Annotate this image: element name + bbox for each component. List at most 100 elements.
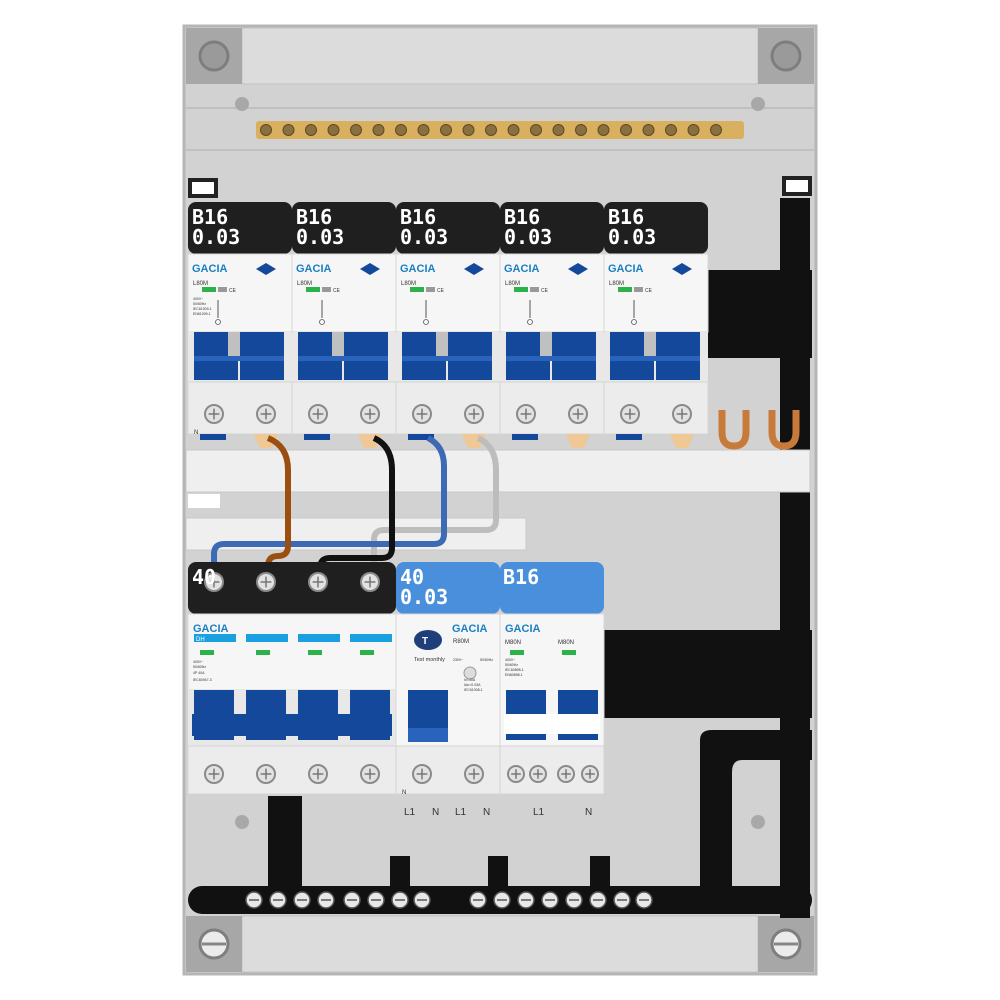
screw-icon (530, 124, 542, 136)
diamond-logo-icon (568, 263, 588, 275)
screw-icon (770, 40, 802, 72)
screw-icon (256, 572, 276, 592)
screw-icon (256, 404, 276, 424)
top-breaker-4-rating: B16 (504, 205, 540, 229)
screw-icon (620, 124, 632, 136)
top-breaker-5-brand: GACIA (608, 263, 644, 275)
copper-comb-pin (670, 434, 694, 448)
terminal-block (499, 381, 605, 435)
rcd-test-label: Test monthly (414, 657, 445, 663)
screw-icon (391, 891, 409, 909)
screw-icon (507, 124, 520, 136)
screw-icon (581, 765, 599, 783)
top-breaker-5-model: L80M (609, 281, 624, 287)
screw-icon (305, 124, 317, 136)
top-terminal-n: N (194, 430, 198, 436)
corner-mounts (186, 28, 814, 972)
spec-line: 50/60Hz (480, 658, 493, 662)
top-breaker-4-model: L80M (505, 281, 520, 287)
screw-icon (710, 124, 722, 136)
terminal-block (291, 381, 397, 435)
ce-mark-icon: CE (229, 288, 237, 294)
screw-icon (308, 764, 328, 784)
wire-brown (265, 435, 291, 572)
spec-line: IEC60947-3 (193, 678, 212, 682)
terminal-label-n-b: N (483, 807, 490, 818)
wire-blue (211, 435, 447, 572)
status-indicator (308, 650, 322, 655)
ce-mark-icon: CE (541, 288, 549, 294)
top-breaker-5-rating: B16 (608, 205, 644, 229)
screw-icon (360, 764, 380, 784)
screw-icon (417, 124, 430, 136)
spec-line: 400V~ (505, 658, 515, 662)
spec-line: IEC60898-1 (505, 668, 524, 672)
main-switch-brand: GACIA (193, 623, 229, 635)
test-button-glyph: T (422, 636, 428, 647)
screw-icon (507, 765, 525, 783)
breaker-faceplate (499, 253, 605, 333)
top-breaker-2-brand: GACIA (296, 263, 332, 275)
screw-icon (269, 891, 287, 909)
screw-icon (350, 124, 362, 136)
screw-icon (360, 404, 380, 424)
terminal-label-n-c: N (585, 807, 592, 818)
status-indicator (410, 287, 424, 292)
screw-icon (360, 572, 380, 592)
spec-line: IEC61008-1 (464, 688, 483, 692)
screw-icon (635, 891, 653, 909)
breaker-label (500, 202, 604, 254)
screw-icon (293, 891, 311, 909)
status-indicator (562, 650, 576, 655)
mcb-spec-lines: 400V~ 50/60Hz IEC60898-1 EN60898-1 (505, 658, 524, 677)
terminal-block (395, 381, 501, 435)
screw-icon (308, 404, 328, 424)
top-breaker-1-model: L80M (193, 281, 208, 287)
spec-line: 50/60Hz (193, 665, 206, 669)
screw-icon (464, 764, 484, 784)
test-button-icon (414, 630, 442, 650)
terminal-block (603, 381, 709, 435)
screw-icon (282, 124, 295, 136)
breaker-label (188, 202, 292, 254)
screw-icon (597, 124, 610, 136)
screw-icon (529, 765, 547, 783)
terminal-block (395, 745, 501, 795)
status-indicator (202, 287, 216, 292)
diamond-logo-icon (256, 263, 276, 275)
neutral-busbar (604, 198, 812, 918)
screw-icon (260, 124, 272, 136)
spec-line: 50/60Hz (193, 302, 206, 306)
status-indicator (618, 287, 632, 292)
bottom-breaker-row: T (187, 562, 605, 795)
screw-icon (395, 124, 407, 136)
top-breaker-1-sensitivity: 0.03 (192, 225, 240, 249)
screw-icon (413, 891, 431, 909)
screw-icon (568, 404, 588, 424)
screw-icon (308, 572, 328, 592)
screw-icon (440, 124, 452, 136)
screw-icon (464, 404, 484, 424)
screw-icon (665, 124, 677, 136)
status-indicator (256, 650, 270, 655)
screw-icon (672, 404, 692, 424)
breaker-label (396, 202, 500, 254)
screw-icon (372, 124, 385, 136)
terminal-block (187, 381, 293, 435)
status-indicator (514, 287, 528, 292)
diamond-logo-icon (360, 263, 380, 275)
top-breaker-1-brand: GACIA (192, 263, 228, 275)
labels: B16 0.03 B16 0.03 B16 0.03 B16 0.03 B16 … (192, 205, 656, 818)
main-switch-model: DH (196, 637, 205, 643)
wire-grey (371, 435, 499, 570)
bottom-terminal-n: N (402, 790, 406, 796)
screw-icon (317, 891, 335, 909)
screw-icon (565, 891, 583, 909)
top-breaker-1-rating: B16 (192, 205, 228, 229)
top-breaker: CE (187, 202, 293, 448)
screw-icon (245, 891, 263, 909)
breaker-label (188, 562, 396, 614)
screw-icon (493, 891, 511, 909)
screw-icon (687, 124, 700, 136)
status-indicator (360, 650, 374, 655)
